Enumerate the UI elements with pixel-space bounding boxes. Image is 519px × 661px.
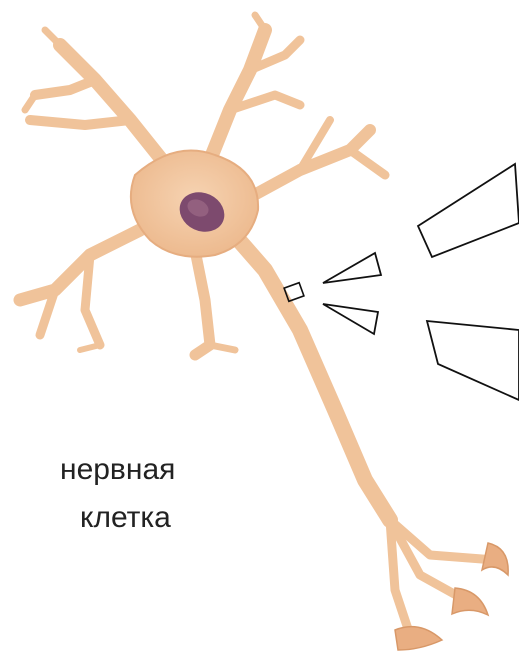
dendrite-top-right [210,30,265,160]
terminal-2 [452,588,488,615]
terminal-3 [395,627,442,650]
pointer-large-upper [418,164,519,257]
pointer-small-upper [323,253,381,283]
terminal-1 [482,543,508,575]
dendrite-bottom [195,250,210,355]
pointer-large-lower [427,321,519,400]
caption-line-1: нервная [60,452,220,488]
dendrite-upper-left [60,45,170,170]
pointer-small-lower [323,304,378,334]
caption-line-2: клетка [80,500,240,536]
dendrite-left [20,230,140,300]
zoom-pointers [323,164,519,400]
axon [230,230,495,635]
